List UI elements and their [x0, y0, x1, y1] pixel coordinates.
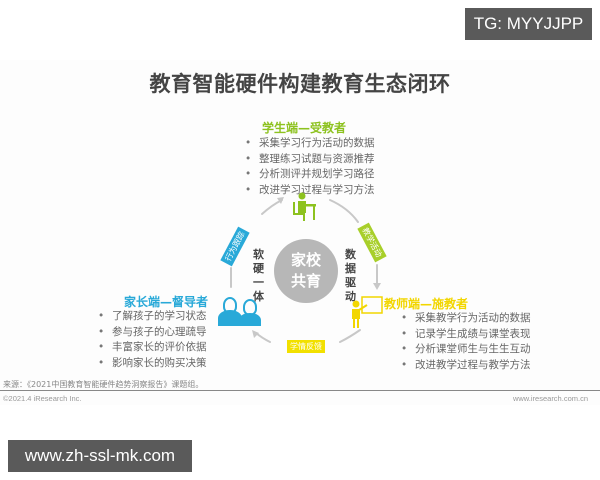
- diagram-title: 教育智能硬件构建教育生态闭环: [149, 72, 451, 96]
- list-item: 采集教学行为活动的数据: [401, 311, 531, 327]
- parents-icon: [218, 297, 261, 326]
- center-label-line2: 共育: [290, 272, 321, 290]
- arrow-to-student: [277, 197, 284, 204]
- teacher-bullet-list: 采集教学行为活动的数据 记录学生成绩与课堂表现 分析课堂师生与生生互动 改进教学…: [401, 311, 531, 373]
- student-heading: 学生端—受教者: [262, 121, 347, 135]
- list-item: 记录学生成绩与课堂表现: [401, 327, 531, 343]
- website: www.iresearch.com.cn: [512, 394, 588, 403]
- list-item: 改进学习过程与学习方法: [245, 183, 375, 199]
- copyright: ©2021.4 iResearch Inc.: [3, 394, 82, 403]
- list-item: 参与孩子的心理疏导: [98, 325, 207, 341]
- list-item: 了解孩子的学习状态: [98, 309, 207, 325]
- watermark-top: TG: MYYJJPP: [465, 8, 592, 40]
- center-label-line1: 家校: [290, 251, 321, 269]
- list-item: 整理练习试题与资源推荐: [245, 152, 375, 168]
- arrow-to-parent: [252, 330, 259, 338]
- list-item: 分析课堂师生与生生互动: [401, 342, 531, 358]
- student-bullet-list: 采集学习行为活动的数据 整理练习试题与资源推荐 分析测评并规划学习路径 改进学习…: [245, 136, 375, 198]
- inner-label-right: 数据驱动: [345, 248, 356, 303]
- watermark-bottom: www.zh-ssl-mk.com: [8, 440, 192, 472]
- student-at-desk-icon: [293, 192, 316, 221]
- parent-heading: 家长端—督导者: [124, 295, 209, 309]
- center-circle: 家校 共育: [274, 239, 338, 303]
- parent-bullet-list: 了解孩子的学习状态 参与孩子的心理疏导 丰富家长的评价依据 影响家长的购买决策: [98, 309, 207, 371]
- cycle-label-bottom: 学情反馈: [287, 340, 325, 353]
- list-item: 采集学习行为活动的数据: [245, 136, 375, 152]
- list-item: 分析测评并规划学习路径: [245, 167, 375, 183]
- arc-left-top: [261, 199, 283, 215]
- list-item: 影响家长的购买决策: [98, 356, 207, 372]
- teacher-at-board-icon: [352, 296, 383, 328]
- list-item: 改进教学过程与教学方法: [401, 358, 531, 374]
- inner-label-left: 软硬一体: [253, 248, 264, 303]
- arrow-to-teacher: [373, 283, 381, 290]
- list-item: 丰富家长的评价依据: [98, 340, 207, 356]
- teacher-heading: 教师端—施教者: [384, 297, 469, 311]
- source-note: 来源：《2021中国教育智能硬件趋势洞察报告》课题组。: [3, 380, 204, 389]
- footer-divider: [0, 390, 600, 391]
